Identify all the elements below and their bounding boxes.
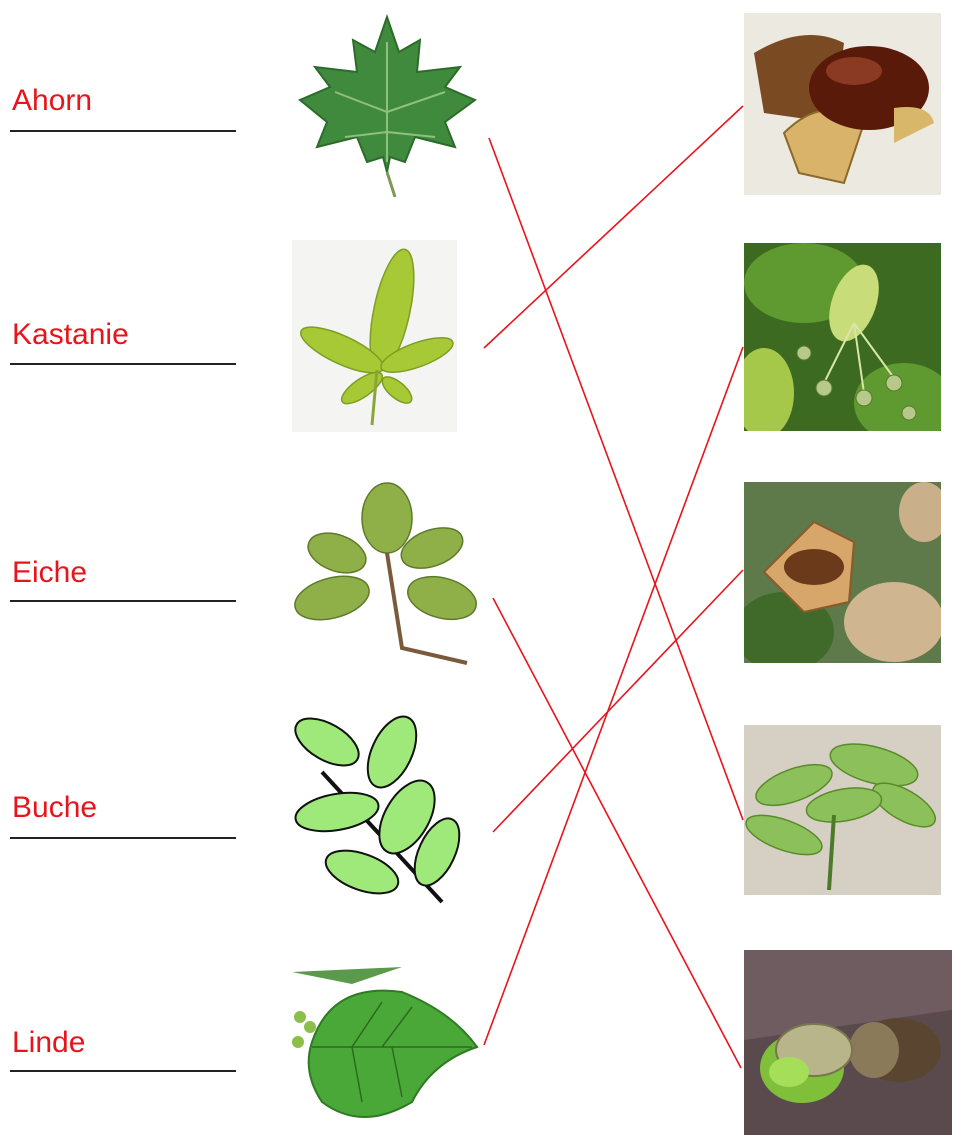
match-line-linde — [484, 347, 743, 1045]
match-line-eiche — [493, 598, 741, 1068]
match-line-ahorn — [489, 138, 743, 820]
match-line-buche — [493, 570, 743, 832]
